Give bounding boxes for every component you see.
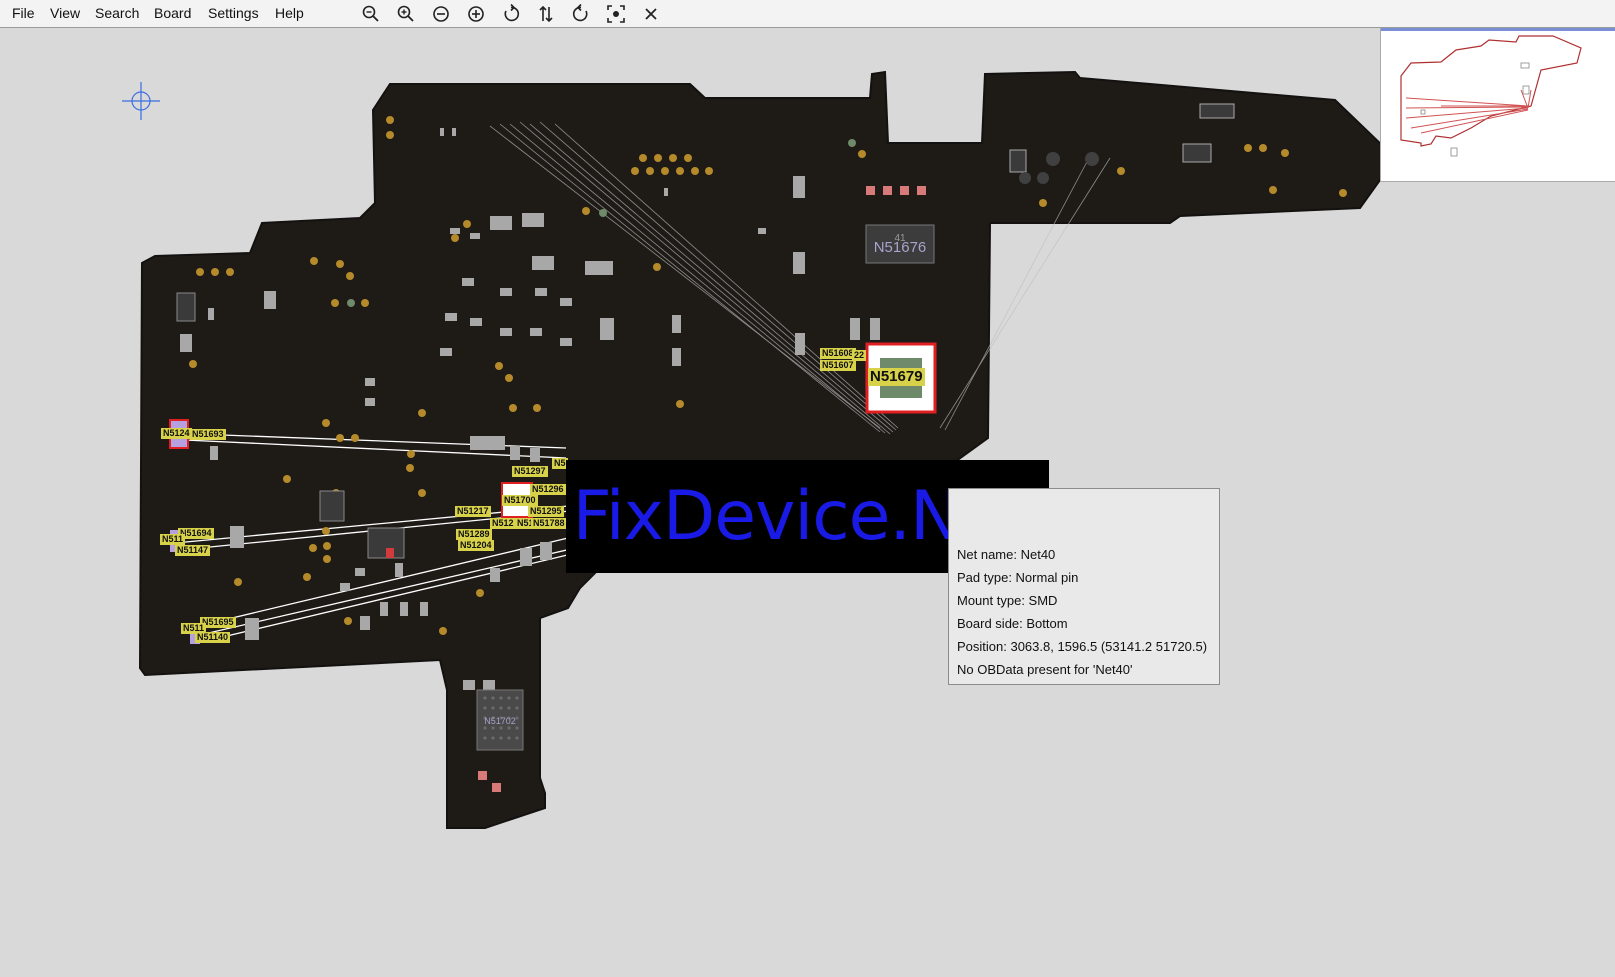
rotate-ccw-icon[interactable]: [500, 3, 522, 25]
label-n51679[interactable]: N51679: [868, 368, 925, 386]
info-net-name: Net name: Net40: [957, 547, 1056, 562]
label-n51297[interactable]: N51297: [512, 466, 548, 477]
pin-info-panel: Net name: Net40 Pad type: Normal pin Mou…: [948, 488, 1220, 685]
label-n51702: N51702: [484, 716, 516, 726]
ic-n51676: [865, 224, 935, 264]
info-mount-type: Mount type: SMD: [957, 593, 1058, 608]
bga-balls: [483, 696, 519, 740]
label-n51295[interactable]: N51295: [528, 506, 564, 517]
label-n51296[interactable]: N51296: [530, 484, 566, 495]
minimap[interactable]: [1380, 28, 1615, 182]
red-parts: [478, 186, 926, 792]
info-pad-type: Pad type: Normal pin: [957, 570, 1079, 585]
ic-left-top: [176, 292, 196, 322]
label-n51700[interactable]: N51700: [502, 495, 538, 506]
center-icon[interactable]: [605, 3, 627, 25]
label-n51694[interactable]: N51694: [178, 528, 214, 539]
label-n51607[interactable]: N51607: [820, 360, 856, 371]
label-n51676: N51676: [874, 239, 927, 256]
pcb-outline: [138, 70, 1386, 829]
zoom-fit-icon[interactable]: [465, 3, 487, 25]
minimap-viewport-bar: [1381, 28, 1615, 31]
board-canvas[interactable]: N51676 41 N51702 N51679 N51608 22 N51607…: [0, 28, 1615, 977]
label-n51204[interactable]: N51204: [458, 540, 494, 551]
ic-n51702: [476, 689, 524, 751]
menu-help[interactable]: Help: [275, 5, 304, 21]
zoom-reset-icon[interactable]: [430, 3, 452, 25]
menu-board[interactable]: Board: [154, 5, 192, 21]
info-position: Position: 3063.8, 1596.5 (53141.2 51720.…: [957, 639, 1208, 654]
label-n22[interactable]: 22: [852, 350, 867, 361]
label-pin-41: 41: [894, 233, 906, 244]
label-n51788[interactable]: N51788: [531, 518, 567, 529]
minimap-ratsnest: [1405, 89, 1532, 134]
menu-bar: File View Search Board Settings Help: [0, 0, 1615, 28]
menu-file[interactable]: File: [12, 5, 35, 21]
label-n51289[interactable]: N51289: [456, 529, 492, 540]
label-n511[interactable]: N511: [160, 534, 186, 545]
ratsnest-lines: [489, 121, 1111, 435]
label-n51140[interactable]: N51140: [195, 632, 231, 643]
label-n51217[interactable]: N51217: [455, 506, 491, 517]
rotate-cw-icon[interactable]: [570, 3, 592, 25]
label-n511b[interactable]: N511: [181, 623, 207, 634]
menu-search[interactable]: Search: [95, 5, 140, 21]
label-n5[interactable]: N5: [552, 458, 568, 469]
vias: [347, 139, 856, 307]
zoom-in-icon[interactable]: [395, 3, 417, 25]
label-n51693[interactable]: N51693: [190, 429, 226, 440]
label-n51147[interactable]: N51147: [175, 545, 211, 556]
info-board-side: Board side: Bottom: [957, 616, 1068, 631]
minimap-board: [1400, 35, 1582, 157]
menu-view[interactable]: View: [50, 5, 81, 21]
label-n51695[interactable]: N51695: [200, 617, 236, 628]
crosshair-icon: [122, 82, 160, 120]
label-n51[interactable]: N51: [515, 518, 536, 529]
label-n51608[interactable]: N51608: [820, 348, 856, 359]
label-n512[interactable]: N512: [490, 518, 516, 529]
label-n5124[interactable]: N5124: [161, 428, 192, 439]
close-icon[interactable]: [640, 3, 662, 25]
zoom-out-icon[interactable]: [360, 3, 382, 25]
info-obdata: No OBData present for 'Net40': [957, 662, 1133, 677]
menu-settings[interactable]: Settings: [208, 5, 259, 21]
gold-pads: [189, 116, 1347, 635]
flip-icon[interactable]: [535, 3, 557, 25]
ic-left-mid: [319, 490, 345, 522]
